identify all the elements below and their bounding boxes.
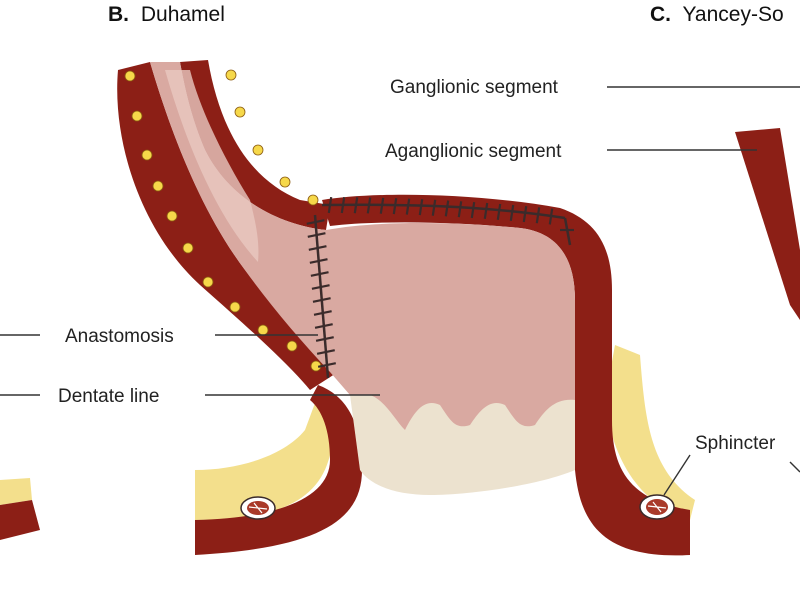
suture-stitch [470,201,476,219]
suture-stitch [444,200,450,217]
right-panel-fragment [735,128,800,320]
suture-stitch [418,199,424,216]
dentate-line-label: Dentate line [58,386,159,407]
ganglionic-segment-label: Ganglionic segment [390,77,559,98]
ganglionic-colon-wall [117,60,339,390]
suture-stitch [379,197,385,214]
suture-stitch [522,205,528,223]
suture-stitch [306,219,325,225]
aganglionic-segment-label: Aganglionic segment [385,141,562,162]
suture-stitch [535,207,541,224]
sphincter-leader-right [789,461,800,473]
ganglion-cells [124,69,322,372]
suture-stitch [431,199,437,216]
anal-canal [350,385,575,495]
suture-stitch [509,204,515,222]
suture-stitch [483,202,489,219]
suture-stitch [327,196,333,214]
suture-stitch [314,323,333,329]
dentate-line-shape [370,385,575,430]
suture-stitch [317,362,337,368]
suture-stitch [496,203,502,220]
suture-stitch [309,258,328,264]
anastomosis-sutures [313,203,572,379]
suture-stitch [457,201,463,218]
suture-stitch [315,336,334,342]
suture-stitch [340,197,346,214]
suture-stitch [308,245,327,251]
sphincter-leader [663,454,691,496]
panel-b-title: B. Duhamel [108,3,225,26]
sphincter-left [240,496,276,520]
left-panel-fragment [0,478,40,540]
perianal-fat [195,345,695,520]
anastomosis-label: Anastomosis [65,326,174,347]
sphincter-label: Sphincter [695,433,776,454]
anastomosis-stitches [306,196,574,368]
panel-c-title: C. Yancey-So [650,3,784,26]
suture-stitch [307,232,326,238]
leader-lines [0,86,800,496]
suture-stitch [366,197,372,214]
suture-stitch [312,297,331,303]
suture-stitch [313,310,332,316]
sphincter-right [639,494,675,520]
suture-stitch [353,197,359,214]
suture-stitch [548,208,554,225]
suture-stitch [392,198,398,215]
panel-c-name: Yancey-So [682,3,783,26]
rectal-wall [195,194,690,556]
lumen [150,62,575,395]
suture-stitch [405,198,411,215]
suture-stitch [311,284,330,290]
panel-b-name: Duhamel [141,3,225,26]
panel-b-letter: B. [108,3,129,26]
suture-stitch [310,271,329,277]
suture-stitch [316,349,335,355]
panel-c-letter: C. [650,3,671,26]
